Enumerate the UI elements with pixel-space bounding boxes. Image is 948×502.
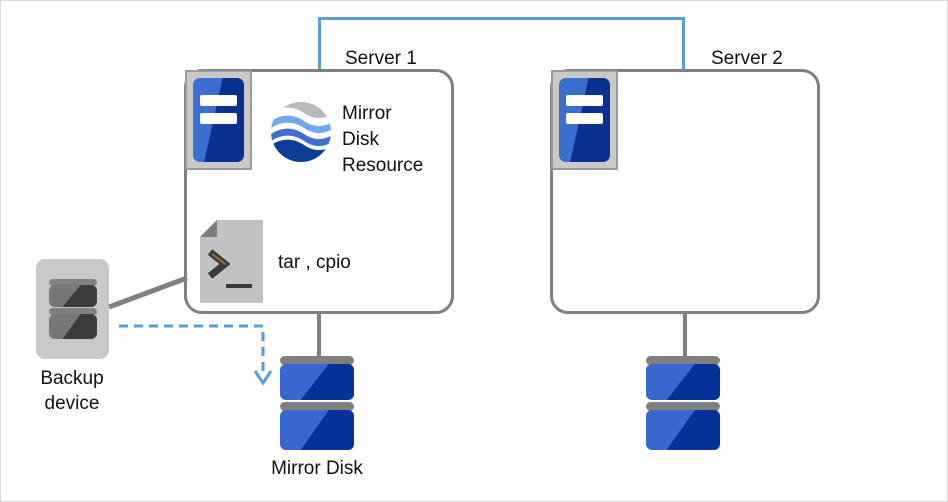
backup-disk-stack [49, 279, 97, 341]
disk-platter-lower [49, 314, 97, 339]
server-icon-body [193, 78, 244, 162]
mirror-disk-resource-label-line-3: Resource [342, 155, 424, 176]
command-label: tar , cpio [278, 252, 351, 273]
disk-platter-lower [280, 410, 354, 450]
mirror-disk-resource-label-line-2: Disk [342, 129, 379, 150]
server-2-disk-wire [683, 312, 687, 358]
disk-stack-icon [646, 356, 720, 456]
disk-plate-middle [49, 308, 97, 315]
backup-device-icon[interactable] [36, 259, 109, 359]
mirror-disk-label: Mirror Disk [271, 458, 363, 479]
backup-device-label-line-1: Backup [40, 368, 104, 389]
disk-platter-upper [280, 364, 354, 400]
backup-device-wire [105, 273, 191, 311]
disk-plate-top [280, 356, 354, 365]
disk-stack-icon [280, 356, 354, 456]
mirror-disk-resource-label-line-1: Mirror [342, 103, 392, 124]
disk-plate-top [49, 279, 97, 286]
server-icon-bar-2 [566, 113, 603, 125]
server-1-title: Server 1 [345, 48, 417, 69]
globe-icon [270, 101, 332, 163]
backup-device-label-line-2: device [44, 393, 100, 414]
disk-platter-upper [646, 364, 720, 400]
disk-plate-top [646, 356, 720, 365]
server-icon-bar-2 [200, 113, 237, 125]
server-2-title: Server 2 [711, 48, 783, 69]
script-file-icon [200, 220, 263, 303]
server-icon-bar-1 [566, 94, 603, 106]
disk-plate-middle [280, 402, 354, 411]
server-icon-bar-1 [200, 94, 237, 106]
server-icon-body [559, 78, 610, 162]
server-icon [185, 70, 252, 170]
server-1-disk-wire [317, 312, 321, 358]
server-icon [551, 70, 618, 170]
disk-platter-lower [646, 410, 720, 450]
backup-data-flow-arrow [117, 319, 277, 391]
disk-platter-upper [49, 285, 97, 307]
server-interconnect-link [318, 17, 685, 77]
disk-plate-middle [646, 402, 720, 411]
